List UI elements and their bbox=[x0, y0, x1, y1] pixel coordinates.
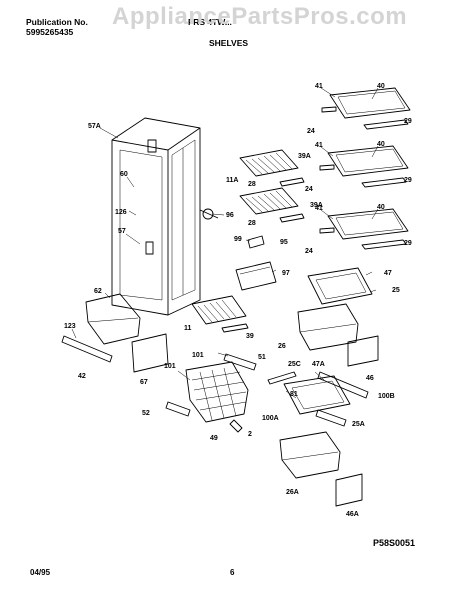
label-42: 42 bbox=[78, 373, 86, 380]
rail-100b bbox=[317, 371, 369, 399]
rail-51 bbox=[223, 353, 257, 371]
glass-shelf-lower bbox=[319, 208, 409, 250]
wire-shelf-bottom bbox=[191, 295, 249, 333]
thermostat bbox=[247, 235, 265, 249]
front-46a bbox=[335, 473, 363, 507]
label-25c: 25C bbox=[288, 361, 301, 368]
rail-52 bbox=[165, 401, 191, 417]
wire-shelf-lower bbox=[239, 187, 305, 223]
crisper-pan bbox=[297, 303, 359, 351]
footer-date: 04/95 bbox=[30, 568, 51, 577]
glass-shelf-middle bbox=[319, 145, 409, 188]
publication-number: 5995265435 bbox=[26, 27, 74, 37]
label-2: 2 bbox=[248, 431, 252, 438]
label-46: 46 bbox=[366, 375, 374, 382]
pan-cover-97 bbox=[235, 261, 277, 291]
label-39a-b: 39A bbox=[310, 202, 323, 209]
refrigerator-cabinet bbox=[111, 117, 201, 316]
label-67: 67 bbox=[140, 379, 148, 386]
label-57: 57 bbox=[118, 228, 126, 235]
label-24: 24 bbox=[307, 128, 315, 135]
part-2 bbox=[229, 419, 243, 433]
freezer-front-67 bbox=[131, 333, 169, 373]
wire-basket-49 bbox=[185, 361, 249, 423]
rail-25c bbox=[267, 371, 297, 385]
label-47a: 47A bbox=[312, 361, 325, 368]
footer-page: 6 bbox=[230, 568, 235, 577]
crisper-cover bbox=[307, 267, 373, 305]
label-60: 60 bbox=[120, 171, 128, 178]
part-labels: 41 40 24 29 41 40 24 29 41 40 24 29 57A … bbox=[64, 83, 412, 518]
label-25: 25 bbox=[392, 287, 400, 294]
leader-lines bbox=[71, 87, 379, 399]
label-123: 123 bbox=[64, 323, 76, 330]
crisper-front-46 bbox=[347, 335, 379, 367]
label-101: 101 bbox=[192, 352, 204, 359]
label-49: 49 bbox=[210, 435, 218, 442]
label-57a: 57A bbox=[88, 123, 101, 130]
label-41-c: 41 bbox=[315, 205, 323, 212]
watermark: AppliancePartsPros.com bbox=[112, 3, 408, 30]
light-socket bbox=[199, 208, 219, 220]
label-28-b: 28 bbox=[248, 220, 256, 227]
label-100a: 100A bbox=[262, 415, 279, 422]
label-25a: 25A bbox=[352, 421, 365, 428]
publication-label: Publication No. bbox=[26, 17, 88, 27]
label-100b: 100B bbox=[378, 393, 395, 400]
label-97: 97 bbox=[282, 270, 290, 277]
label-24-b: 24 bbox=[305, 186, 313, 193]
diagram-code: P58S0051 bbox=[373, 538, 416, 548]
label-29-b: 29 bbox=[404, 177, 412, 184]
glass-shelf-upper bbox=[321, 87, 411, 130]
label-26a: 26A bbox=[286, 489, 299, 496]
model-number-partial: FRS 4TW... bbox=[188, 17, 232, 27]
label-47: 47 bbox=[384, 270, 392, 277]
label-29-c: 29 bbox=[404, 240, 412, 247]
section-title: SHELVES bbox=[209, 38, 249, 48]
label-96: 96 bbox=[226, 212, 234, 219]
label-81: 81 bbox=[290, 391, 298, 398]
label-11: 11 bbox=[184, 325, 192, 332]
freezer-pan-62 bbox=[85, 293, 141, 345]
label-101-b: 101 bbox=[164, 363, 176, 370]
label-11a: 11A bbox=[226, 177, 238, 184]
pan-26a bbox=[279, 431, 341, 479]
label-39: 39 bbox=[246, 333, 254, 340]
label-26: 26 bbox=[278, 343, 286, 350]
label-99: 99 bbox=[234, 236, 242, 243]
label-62: 62 bbox=[94, 288, 102, 295]
label-24-c: 24 bbox=[305, 248, 313, 255]
label-51: 51 bbox=[258, 354, 266, 361]
label-40: 40 bbox=[377, 83, 385, 90]
label-52: 52 bbox=[142, 410, 150, 417]
glass-cover-lower bbox=[283, 375, 351, 415]
label-29: 29 bbox=[404, 118, 412, 125]
rail-25a bbox=[315, 409, 347, 427]
label-28: 28 bbox=[248, 181, 256, 188]
label-39a: 39A bbox=[298, 153, 311, 160]
label-40-b: 40 bbox=[377, 141, 385, 148]
rail-42 bbox=[61, 335, 113, 363]
label-41: 41 bbox=[315, 83, 323, 90]
label-46a: 46A bbox=[346, 511, 359, 518]
wire-shelf-upper bbox=[239, 149, 305, 187]
label-126: 126 bbox=[115, 209, 127, 216]
label-95: 95 bbox=[280, 239, 288, 246]
label-41-b: 41 bbox=[315, 142, 323, 149]
label-40-c: 40 bbox=[377, 204, 385, 211]
